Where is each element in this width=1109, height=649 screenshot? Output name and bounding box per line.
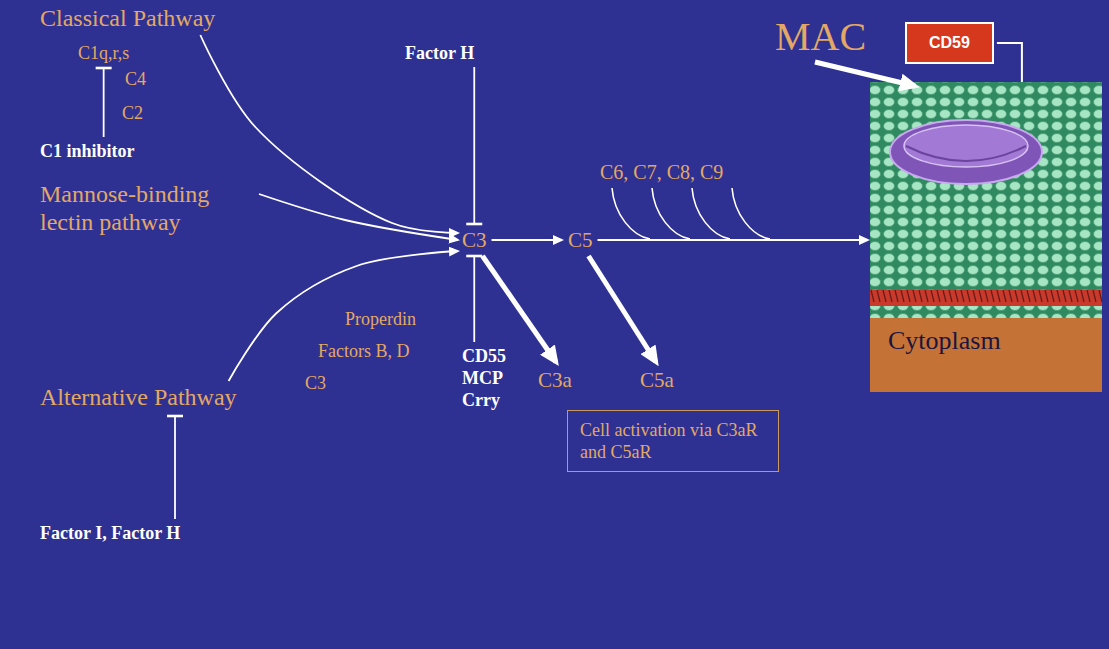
lipid-core — [870, 290, 1102, 306]
node-text: CD55 MCP Crry — [462, 345, 528, 411]
thick-connector — [815, 62, 915, 86]
anaphylatoxin: C5a — [640, 368, 674, 392]
pore-inner — [904, 125, 1028, 167]
hook — [612, 188, 650, 239]
anaphylatoxin: C3a — [538, 368, 572, 392]
node-text: Mannose-binding lectin pathway — [40, 180, 255, 236]
inhibitor-label: Factor I, Factor H — [40, 522, 180, 544]
pathway-label: Alternative Pathway — [40, 383, 237, 411]
node-text: C1 inhibitor — [40, 140, 135, 162]
outer-leaflet — [870, 82, 1102, 290]
inner-leaflet — [870, 306, 1102, 318]
node-text: MAC — [775, 14, 866, 60]
node-text: C5 — [568, 228, 593, 252]
bracket-connector — [997, 43, 1022, 82]
node-text: C3 — [462, 228, 487, 252]
complement-protein: C1q,r,s — [78, 42, 129, 64]
component-label: Factors B, D — [318, 340, 410, 362]
tbar-connector — [473, 67, 475, 224]
inhibitor-label: CD55 MCP Crry — [462, 345, 528, 411]
node-text: Classical Pathway — [40, 4, 215, 32]
tbar-connector — [174, 416, 176, 519]
thick-connector — [589, 256, 656, 362]
node-text: C1q,r,s — [78, 42, 129, 64]
pore-outer — [890, 120, 1042, 184]
arrow-connector — [492, 239, 562, 241]
inhibitor-label: C1 inhibitor — [40, 140, 135, 162]
node-text: C5a — [640, 368, 674, 392]
arrow-connector — [200, 35, 458, 233]
tbar-connector — [103, 68, 105, 137]
arrow-connector — [229, 251, 458, 381]
component-label: C6, C7, C8, C9 — [600, 160, 723, 184]
cell-membrane — [870, 82, 1102, 392]
component-label: C2 — [122, 102, 143, 124]
inhibitor-label: Factor H — [405, 42, 474, 64]
node-text: Alternative Pathway — [40, 383, 237, 411]
pathway-label: Mannose-binding lectin pathway — [40, 180, 255, 236]
complement-protein: C5 — [568, 228, 593, 252]
node-text: Cytoplasm — [888, 326, 1102, 356]
node-text: Factor H — [405, 42, 474, 64]
pathway-label: Classical Pathway — [40, 4, 215, 32]
complex-label: MAC — [775, 14, 866, 60]
hook — [732, 188, 770, 239]
node-text: C3a — [538, 368, 572, 392]
regulator-box: CD59 — [905, 22, 994, 64]
component-label: C3 — [305, 372, 326, 394]
node-text: Cell activation via C3aR and C5aR — [580, 419, 766, 463]
node-text: CD59 — [929, 33, 970, 53]
arrow-connector — [259, 194, 458, 240]
note-box: Cell activation via C3aR and C5aR — [567, 410, 779, 472]
component-label: C4 — [125, 68, 146, 90]
tbar-connector — [473, 256, 475, 342]
hook — [652, 188, 690, 239]
cytoplasm-band — [870, 318, 1102, 392]
component-hooks — [612, 188, 770, 239]
arrow-connector — [598, 239, 868, 241]
pore-rim — [906, 146, 1026, 161]
component-label: Properdin — [345, 308, 416, 330]
cell-membrane-box: Cytoplasm — [870, 82, 1102, 392]
hook — [692, 188, 730, 239]
complement-protein: C3 — [462, 228, 487, 252]
node-text: Factor I, Factor H — [40, 522, 180, 544]
